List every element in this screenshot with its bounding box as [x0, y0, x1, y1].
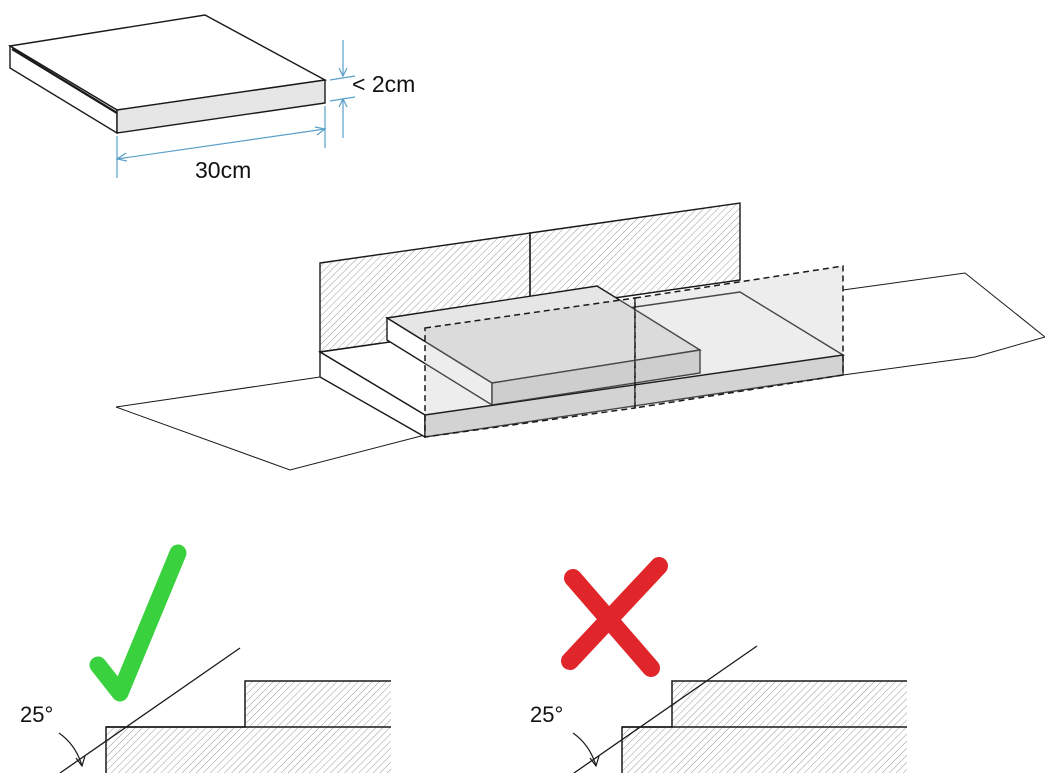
good-upper-tile: [245, 681, 391, 727]
tile-front-face: [116, 79, 326, 134]
good-lower-slab: [106, 727, 391, 773]
bad-upper-tile: [672, 681, 907, 727]
bad-angle-arc: [572, 732, 597, 767]
good-angle-label: 25°: [20, 702, 53, 727]
good-angle-arc: [58, 732, 83, 767]
width-label: 30cm: [195, 157, 251, 183]
floor-right: [842, 272, 1045, 376]
good-example: 25°: [20, 544, 391, 773]
floor-left: [115, 376, 426, 471]
wall-right: [529, 202, 741, 311]
raised-tile-front: [491, 349, 701, 406]
tile-drawing: [7, 14, 328, 135]
check-mark-icon: [89, 544, 187, 702]
bad-example: 25°: [530, 557, 907, 773]
width-dimension: 30cm: [115, 106, 327, 183]
height-label: < 2cm: [352, 71, 415, 97]
bad-slope-line: [573, 645, 758, 773]
bad-lower-slab: [622, 727, 907, 773]
good-slope-line: [59, 647, 241, 773]
dashed-box-right: [634, 265, 844, 409]
isometric-threshold-drawing: [115, 202, 1045, 471]
bad-angle-label: 25°: [530, 702, 563, 727]
height-dimension: < 2cm: [329, 40, 415, 138]
